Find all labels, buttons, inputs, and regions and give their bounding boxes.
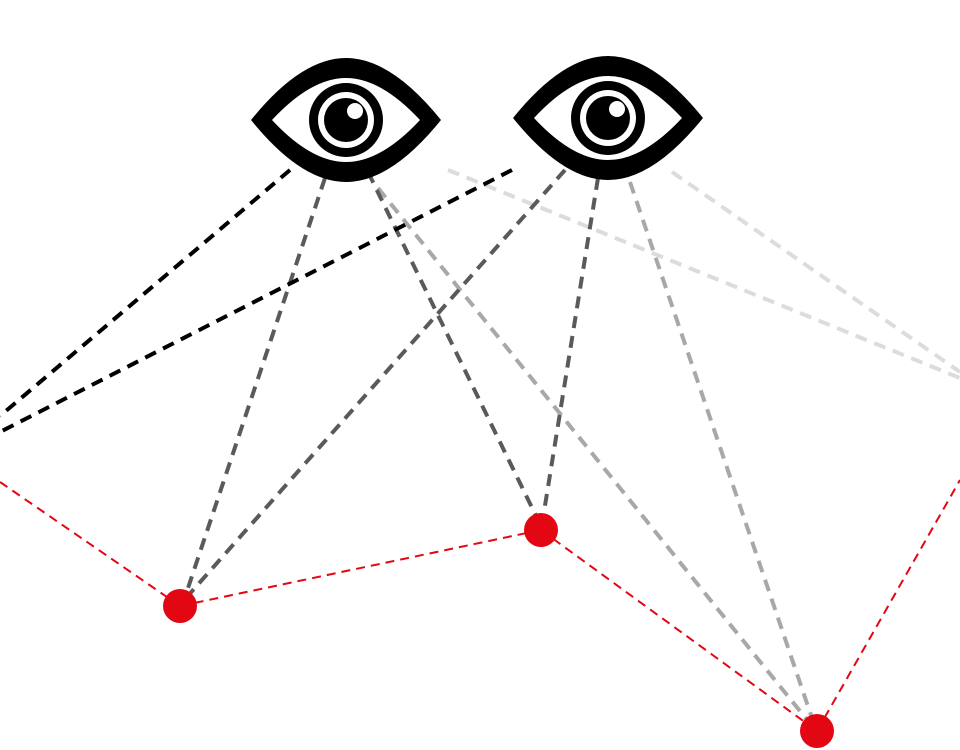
network-node [163, 589, 197, 623]
sight-line-black [0, 168, 513, 434]
sight-lines [0, 168, 960, 728]
nodes [163, 513, 834, 748]
sight-line-mid [628, 181, 816, 725]
sight-line-dark [182, 177, 327, 601]
sight-line-light [670, 170, 960, 374]
sight-line-black [0, 168, 292, 418]
sight-line-dark [184, 168, 567, 600]
network-node [524, 513, 558, 547]
node-link [179, 529, 542, 607]
node-link [816, 479, 960, 732]
sight-line-dark [541, 177, 600, 519]
network-node [800, 714, 834, 748]
node-link [540, 529, 818, 732]
node-links [0, 479, 960, 732]
sight-line-dark [366, 171, 542, 525]
sight-line-light [447, 168, 960, 380]
sight-line-mid [376, 186, 814, 728]
node-link [0, 481, 181, 607]
eye-icon [251, 58, 441, 182]
eye-icon [513, 56, 703, 180]
